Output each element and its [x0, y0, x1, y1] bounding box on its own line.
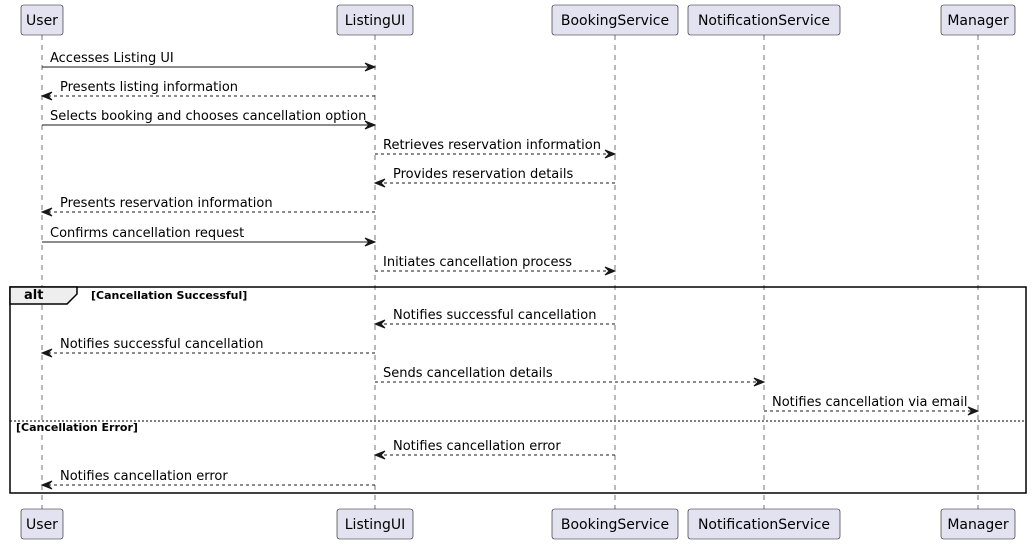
arrowhead	[40, 91, 53, 101]
participant-box	[551, 4, 679, 36]
arrowhead	[364, 120, 377, 130]
participant-box	[336, 508, 414, 540]
alt-guard-success: [Cancellation Successful]	[91, 289, 247, 302]
participant-booking_service-top: BookingService	[551, 4, 679, 36]
alt-guard-error: [Cancellation Error]	[16, 421, 138, 434]
alt-keyword: alt	[24, 288, 43, 303]
arrowhead	[40, 480, 53, 490]
participant-notification_service-top: NotificationService	[687, 4, 841, 36]
participant-label: NotificationService	[698, 13, 830, 29]
participant-user-top: User	[20, 4, 64, 36]
arrowhead	[967, 406, 980, 416]
messages: Accesses Listing UI Presents listing info…	[40, 51, 980, 490]
participant-box	[336, 4, 414, 36]
participant-label: ListingUI	[345, 13, 406, 29]
message-10: Sends cancellation details	[375, 366, 766, 387]
participant-box	[687, 4, 841, 36]
message-label: Notifies cancellation via email	[772, 395, 967, 410]
participant-manager-bottom: Manager	[940, 508, 1016, 540]
message-label: Notifies successful cancellation	[60, 337, 263, 352]
message-0: Accesses Listing UI	[42, 51, 377, 72]
arrowhead	[40, 207, 53, 217]
alt-frame-tab	[9, 286, 78, 305]
lifelines	[41, 35, 979, 509]
message-label: Provides reservation details	[393, 167, 573, 182]
participant-box	[551, 508, 679, 540]
message-8: Notifies successful cancellation	[373, 308, 615, 329]
message-label: Presents reservation information	[60, 196, 273, 211]
message-6: Confirms cancellation request	[42, 226, 377, 247]
participant-booking_service-bottom: BookingService	[551, 508, 679, 540]
alt-frame: alt [Cancellation Successful] [Cancellat…	[9, 286, 1027, 494]
arrowhead	[364, 237, 377, 247]
participant-box	[940, 508, 1016, 540]
arrowhead	[40, 348, 53, 358]
message-1: Presents listing information	[40, 80, 375, 101]
arrowhead	[604, 149, 617, 159]
participant-notification_service-bottom: NotificationService	[687, 508, 841, 540]
message-2: Selects booking and chooses cancellation…	[42, 109, 377, 130]
message-9: Notifies successful cancellation	[40, 337, 375, 358]
message-label: Accesses Listing UI	[50, 51, 174, 66]
arrowhead	[604, 266, 617, 276]
message-label: Presents listing information	[60, 80, 238, 95]
participant-listing_ui-top: ListingUI	[336, 4, 414, 36]
message-label: Selects booking and chooses cancellation…	[50, 109, 366, 124]
participant-listing_ui-bottom: ListingUI	[336, 508, 414, 540]
message-12: Notifies cancellation error	[373, 439, 615, 460]
participants-top: User ListingUI BookingService NotificationS…	[20, 4, 1016, 36]
arrowhead	[373, 178, 386, 188]
message-label: Sends cancellation details	[383, 366, 553, 381]
arrowhead	[373, 319, 386, 329]
participant-label: ListingUI	[345, 517, 406, 533]
message-label: Notifies cancellation error	[60, 469, 228, 484]
message-5: Presents reservation information	[40, 196, 375, 217]
message-4: Provides reservation details	[373, 167, 615, 188]
message-7: Initiates cancellation process	[375, 255, 617, 276]
participant-label: NotificationService	[698, 517, 830, 533]
message-label: Notifies successful cancellation	[393, 308, 596, 323]
message-label: Initiates cancellation process	[383, 255, 572, 270]
participant-box	[20, 4, 64, 36]
arrowhead	[753, 377, 766, 387]
participant-box	[687, 508, 841, 540]
participant-label: Manager	[947, 13, 1009, 29]
message-label: Confirms cancellation request	[50, 226, 244, 241]
participant-box	[940, 4, 1016, 36]
participant-box	[20, 508, 64, 540]
participant-user-bottom: User	[20, 508, 64, 540]
participant-manager-top: Manager	[940, 4, 1016, 36]
participants-bottom: User ListingUI BookingService NotificationS…	[20, 508, 1016, 540]
message-13: Notifies cancellation error	[40, 469, 375, 490]
message-label: Retrieves reservation information	[383, 138, 601, 153]
participant-label: Manager	[947, 517, 1009, 533]
participant-label: BookingService	[561, 13, 669, 29]
message-3: Retrieves reservation information	[375, 138, 617, 159]
arrowhead	[373, 450, 386, 460]
participant-label: User	[26, 13, 58, 29]
arrowhead	[364, 62, 377, 72]
participant-label: BookingService	[561, 517, 669, 533]
message-11: Notifies cancellation via email	[764, 395, 980, 416]
alt-frame-border	[9, 286, 1027, 494]
message-label: Notifies cancellation error	[393, 439, 561, 454]
participant-label: User	[26, 517, 58, 533]
